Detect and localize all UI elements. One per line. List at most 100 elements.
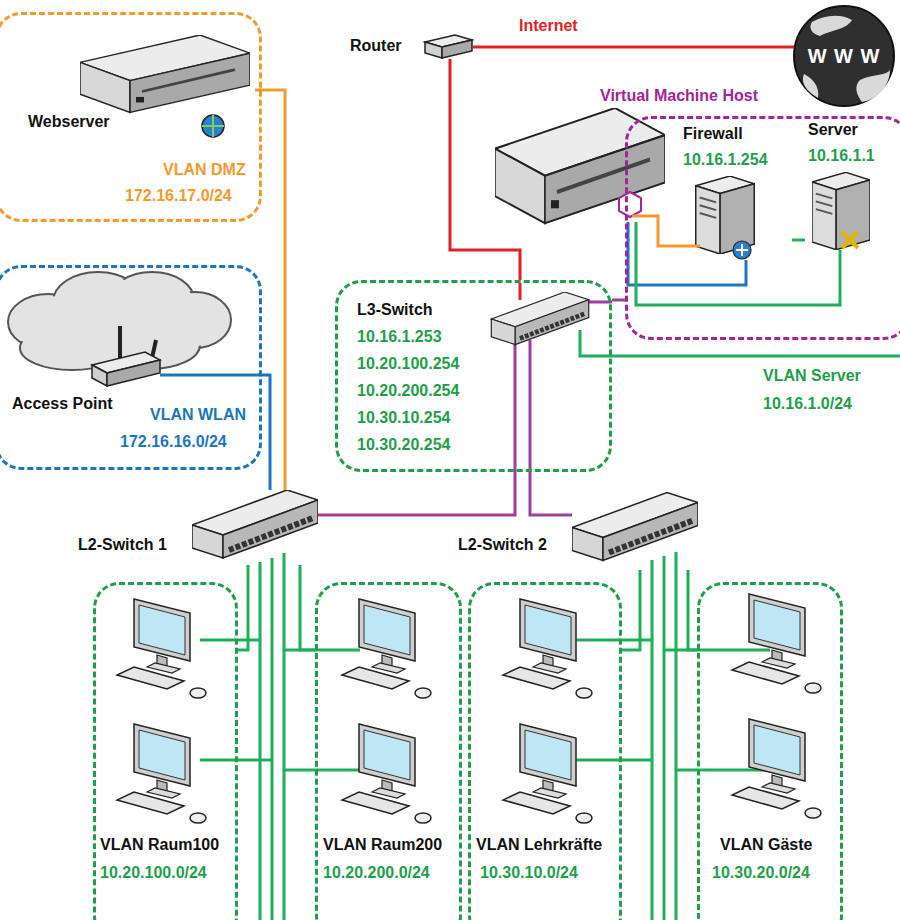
firewall-node: Firewall10.16.1.254: [680, 122, 792, 257]
node-label: 10.30.20.254: [357, 435, 450, 455]
node-label: 172.16.17.0/24: [125, 186, 232, 206]
vm-wires-part: [628, 222, 746, 285]
network-link: [530, 472, 572, 515]
vlan-zone: VLAN Raum100 10.20.100.0/24: [93, 582, 238, 920]
vlan-label: VLAN Server: [760, 366, 864, 386]
firewall-icon-part: [733, 241, 751, 259]
access-wires-part: [565, 640, 770, 770]
node-label: 10.20.100.0/24: [100, 863, 207, 883]
vm-wires-part: [636, 222, 840, 305]
router-icon-part: [425, 42, 442, 58]
host-icon-part: [619, 192, 641, 217]
l2-switch-icons-part: [572, 493, 698, 561]
vlan-zone: VLAN Gäste 10.30.20.0/24: [697, 582, 843, 920]
access-point-icon: [92, 326, 160, 386]
node-label: 10.20.200.254: [357, 381, 459, 401]
node-label: 10.30.10.0/24: [480, 863, 578, 883]
node-label: Server: [808, 120, 858, 140]
l3-switch-icon-part: [491, 292, 588, 345]
server-icon-part: [842, 232, 858, 248]
network-link: [473, 46, 794, 49]
access-point-node: Access Point: [10, 328, 160, 414]
computer-icons-part: [342, 599, 431, 698]
cloud-shape-part: [8, 272, 231, 370]
node-label: 10.20.100.254: [357, 354, 459, 374]
access-wires-part: [652, 552, 676, 920]
access-point-icon-part: [92, 365, 107, 386]
internet-globe: W W W: [794, 6, 894, 106]
globe-icon-part: [794, 6, 894, 106]
node-label: VLAN DMZ: [163, 160, 246, 180]
cloud-shape: [8, 272, 231, 370]
router-icon-part: [442, 40, 472, 58]
vlan-zone: VLAN Lehrkräfte 10.30.10.0/24: [468, 582, 622, 920]
vm-wires: [628, 216, 840, 305]
host-icon-part: [495, 108, 665, 223]
globe-icon: [794, 6, 894, 106]
cloud-shape-part: [10, 274, 229, 368]
network-link: [450, 59, 520, 280]
l2-switch-icons-part: [192, 490, 318, 558]
node-label: VLAN Raum100: [100, 835, 219, 855]
l2-switch-node: L2-Switch 2: [572, 490, 698, 570]
node-label: 10.30.10.254: [357, 408, 450, 428]
computer-icons-part: [503, 599, 592, 698]
webserver-icon-part: [202, 115, 224, 137]
computer-icons-part: [732, 719, 821, 818]
globe-icon-part: [803, 74, 818, 98]
node-label: 10.20.200.0/24: [323, 863, 430, 883]
access-point-icon-part: [107, 360, 160, 386]
network-link: [160, 375, 270, 490]
node-label: VLAN Lehrkräfte: [476, 835, 602, 855]
webserver-icon-part: [202, 115, 224, 137]
node-label: Virtual Machine Host: [600, 86, 758, 106]
computer-icons-part: [732, 594, 821, 693]
network-link: [792, 239, 805, 242]
computer-icons-part: [117, 724, 206, 823]
server-node: Server10.16.1.1: [805, 118, 895, 256]
network-link: [612, 299, 625, 302]
node-label: L2-Switch 1: [78, 535, 167, 555]
firewall-icon: [696, 176, 755, 259]
network-link: [622, 570, 640, 650]
node-label: Access Point: [12, 394, 112, 414]
vlan-zone: VLAN Raum200 10.20.200.0/24: [315, 582, 462, 920]
node-label: VLAN WLAN: [150, 405, 246, 425]
wlan-zone: VLAN WLAN 172.16.16.0/24 Access Point: [0, 265, 262, 470]
vlan-label: 10.16.1.0/24: [760, 394, 855, 414]
link-label: Internet: [516, 16, 581, 36]
node-label: 10.30.20.0/24: [712, 863, 810, 883]
node-label: Webserver: [28, 112, 110, 132]
dmz-zone: VLAN DMZ 172.16.17.0/24 Webserver: [0, 12, 262, 222]
network-link: [300, 565, 315, 650]
l3-switch-icon-part: [580, 330, 900, 356]
computer-icons-part: [503, 724, 592, 823]
l2-switch-icons: [192, 490, 698, 561]
network-link: [318, 472, 515, 515]
l2-switch-node: L2-Switch 1: [192, 490, 318, 565]
node-label: VLAN Gäste: [720, 835, 812, 855]
computer-icons-part: [342, 724, 431, 823]
node-label: L2-Switch 2: [458, 535, 547, 555]
node-label: 10.16.1.254: [683, 150, 768, 170]
l3-switch-icon-part: [519, 283, 522, 300]
globe-icon-part: [856, 70, 890, 102]
webserver-icon-part: [80, 35, 250, 112]
l3-switch-zone: L3-Switch 10.16.1.253 10.20.100.254 10.20.2…: [335, 280, 612, 472]
node-label: Router: [350, 36, 402, 56]
network-link: [688, 570, 697, 650]
node-label: VLAN Raum200: [323, 835, 442, 855]
router-node: Router: [425, 35, 473, 59]
l3-switch-icon: [491, 283, 900, 472]
node-label: 10.16.1.253: [357, 327, 442, 347]
webserver-node: Webserver: [25, 30, 255, 130]
node-label: L3-Switch: [357, 300, 433, 320]
server-icon: [812, 172, 870, 249]
firewall-icon-part: [736, 244, 748, 256]
node-label: 172.16.16.0/24: [120, 432, 227, 452]
access-wires-part: [260, 553, 284, 920]
vm-host-zone: Virtual Machine HostFirewall10.16.1.254S…: [625, 116, 900, 340]
